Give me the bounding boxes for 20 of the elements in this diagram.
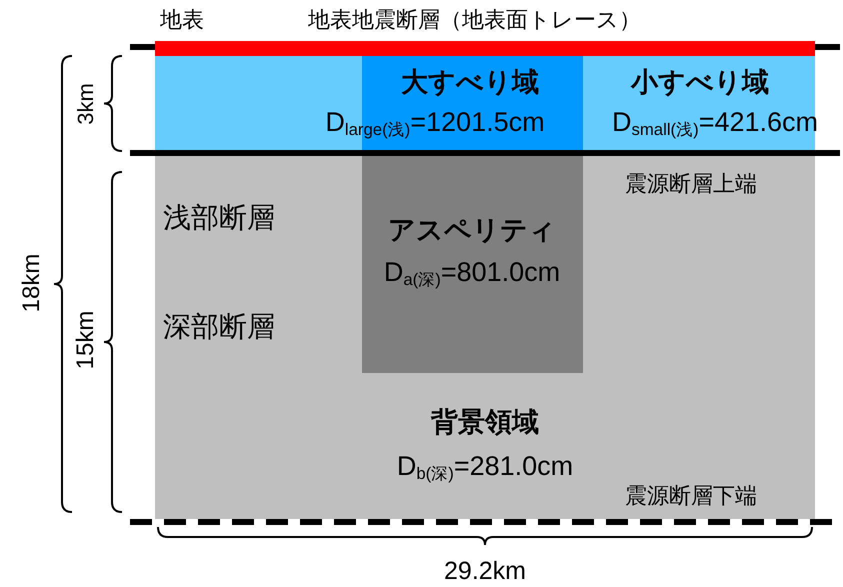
asperity-box: [362, 156, 583, 373]
slip-zone-band: [155, 56, 815, 150]
dimension-label: 29.2km: [444, 558, 526, 586]
edge-depth-label: 震源断層下端: [625, 484, 757, 508]
dimension-label: 18km: [18, 254, 46, 312]
layer-label: 深部断層: [163, 312, 275, 343]
fault-plane: [155, 156, 815, 519]
zone-title: 背景領域: [431, 408, 539, 438]
slip-value: D$_{b(深)}$=281.0cm: [396, 452, 574, 482]
zone-title: アスペリティ: [388, 216, 556, 246]
dimension-label: 15km: [72, 310, 100, 370]
layer-label: 浅部断層: [163, 203, 275, 234]
dimension-label: 3km: [74, 83, 98, 125]
surface-label: 地表: [160, 8, 204, 32]
zone-title: 小すべり域: [631, 68, 769, 98]
slip-value: D$_{large(浅)}$=1201.5cm: [325, 108, 545, 138]
zone-title: 大すべり域: [401, 68, 539, 98]
edge-depth-label: 震源断層上端: [625, 172, 757, 196]
slip-value: D$_{a(深)}$=801.0cm: [384, 258, 560, 288]
fault-trace-label: 地表地震断層（地表面トレース）: [308, 8, 641, 32]
